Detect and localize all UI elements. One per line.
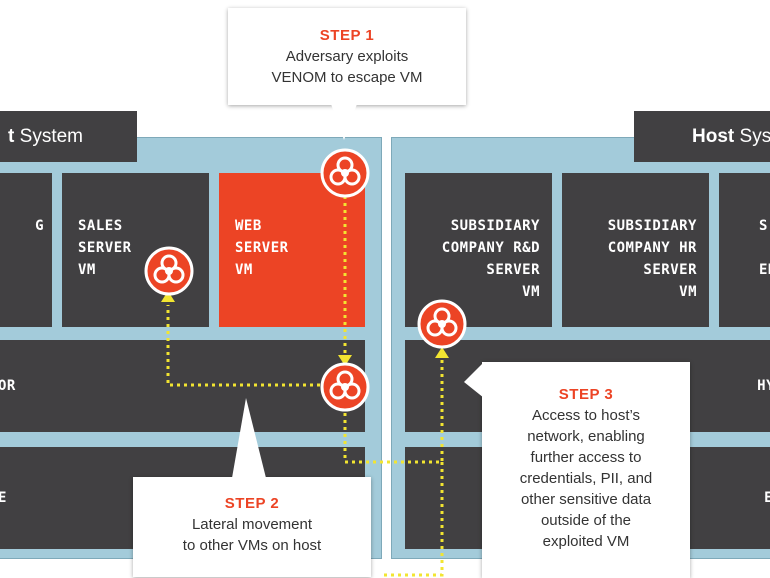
step2-callout: STEP 2 Lateral movement to other VMs on … [133, 477, 371, 577]
step3-body: Access to host’s network, enabling furth… [519, 407, 653, 550]
step2-body: Lateral movement to other VMs on host [182, 516, 322, 554]
left-hypervisor-label: OR [0, 378, 16, 394]
biohazard-icon [144, 246, 194, 296]
step2-title: STEP 2 [224, 495, 280, 512]
arrow-down-icon [338, 355, 352, 366]
right-system-label-bold: Host [692, 125, 735, 147]
attack-path-lines [166, 196, 444, 577]
path-to-host-network [343, 360, 444, 464]
path-bottom-exit [380, 462, 444, 577]
left-system-label: t System [0, 111, 137, 162]
step1-body: Adversary exploits VENOM to escape VM [271, 48, 423, 86]
sales-server-vm: SALES SERVER VM [62, 173, 209, 327]
right-system-label: Host Sys [634, 111, 770, 162]
path-lateral-to-sales [166, 305, 320, 387]
step1-pointer [331, 104, 357, 140]
right-vm-3-label: S EN [759, 218, 770, 278]
step3-title: STEP 3 [558, 386, 614, 403]
step1-callout: STEP 1 Adversary exploits VENOM to escap… [228, 8, 466, 105]
subsidiary-hr-server-vm: SUBSIDIARY COMPANY HR SERVER VM [562, 173, 709, 327]
left-hardware-label: E [0, 490, 7, 506]
right-system-label-text: Sys [739, 125, 770, 147]
step3-pointer [464, 362, 484, 398]
subsidiary-hr-server-vm-label: SUBSIDIARY COMPANY HR SERVER VM [607, 218, 697, 300]
arrow-up-icon [435, 347, 449, 358]
left-system-label-text: System [19, 125, 83, 147]
right-hypervisor-label: HY [757, 378, 770, 394]
right-hardware-label: E [764, 490, 770, 506]
arrow-up-icon [161, 291, 175, 302]
left-vm-1: G [0, 173, 52, 327]
web-server-vm: WEB SERVER VM [219, 173, 365, 327]
biohazard-icon [417, 299, 467, 349]
biohazard-icon [320, 362, 370, 412]
subsidiary-rd-server-vm: SUBSIDIARY COMPANY R&D SERVER VM [405, 173, 552, 327]
subsidiary-rd-server-vm-label: SUBSIDIARY COMPANY R&D SERVER VM [441, 218, 540, 300]
web-server-vm-label: WEB SERVER VM [235, 218, 289, 278]
step1-title: STEP 1 [319, 27, 375, 44]
biohazard-icon [320, 148, 370, 198]
left-system-label-bold: t [8, 125, 15, 147]
left-vm-1-label: G [35, 218, 44, 234]
right-vm-3: S EN [719, 173, 770, 327]
step3-callout: STEP 3 Access to host’s network, enablin… [482, 362, 690, 578]
step2-pointer [232, 398, 266, 478]
sales-server-vm-label: SALES SERVER VM [78, 218, 132, 278]
